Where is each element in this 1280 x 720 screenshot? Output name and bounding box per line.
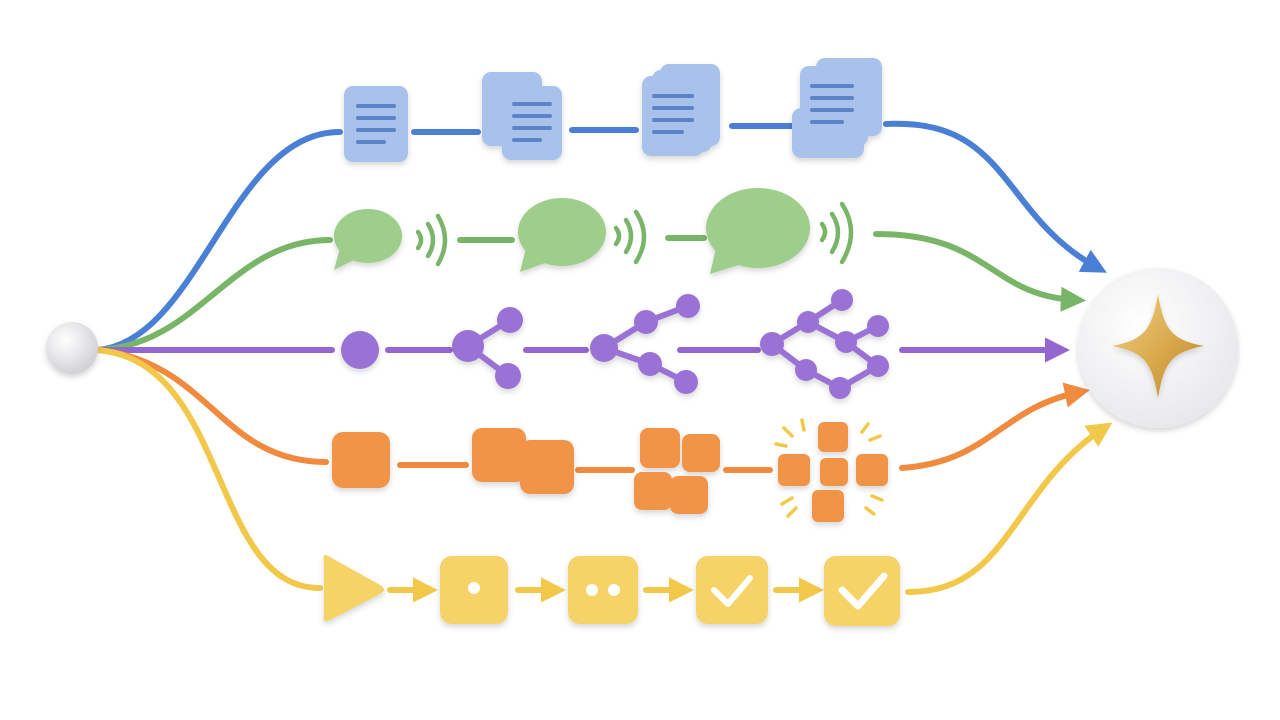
- speech-bubble-icon: [706, 188, 810, 274]
- orange-exit-curve: [899, 382, 1090, 471]
- sound-wave-icon: [613, 209, 647, 265]
- yellow-branch-curve: [95, 347, 323, 591]
- orange-branch-curve: [95, 347, 329, 465]
- block-icon: [332, 432, 390, 488]
- check-tile-icon: [824, 556, 900, 626]
- block-burst-icon: [774, 418, 888, 522]
- document-stack-icon: [792, 58, 882, 158]
- dot-tile-icon: [568, 556, 638, 624]
- node-icon: [341, 331, 379, 369]
- lane-speech: [334, 188, 854, 274]
- lane-graph: [341, 289, 889, 399]
- document-icon: [344, 86, 408, 162]
- dot-tile-icon: [440, 556, 508, 624]
- play-icon: [323, 554, 384, 622]
- four-point-star-icon: [1112, 294, 1204, 398]
- yellow-exit-curve: [905, 422, 1113, 595]
- branch-icon: [590, 294, 700, 394]
- lane-blocks: [332, 418, 888, 522]
- connectors: [95, 120, 1113, 603]
- document-stack-icon: [482, 72, 562, 160]
- block-grid-icon: [634, 428, 720, 514]
- blue-exit-curve: [883, 120, 1107, 273]
- check-tile-icon: [696, 556, 768, 624]
- green-branch-curve: [95, 237, 333, 353]
- document-stack-icon: [642, 64, 720, 156]
- network-icon: [760, 289, 889, 399]
- spark-lines: [774, 418, 884, 518]
- lane-steps: [323, 554, 900, 626]
- sphere-icon: [46, 322, 98, 374]
- branch-icon: [452, 307, 523, 389]
- sound-wave-icon: [819, 201, 854, 265]
- speech-bubble-icon: [518, 198, 606, 272]
- hub-node: [1078, 268, 1238, 428]
- green-exit-curve: [873, 231, 1087, 312]
- block-pair-icon: [472, 428, 574, 494]
- speech-bubble-icon: [334, 209, 402, 270]
- sound-wave-icon: [415, 213, 448, 267]
- lane-documents: [344, 58, 882, 162]
- blue-branch-curve: [95, 129, 343, 353]
